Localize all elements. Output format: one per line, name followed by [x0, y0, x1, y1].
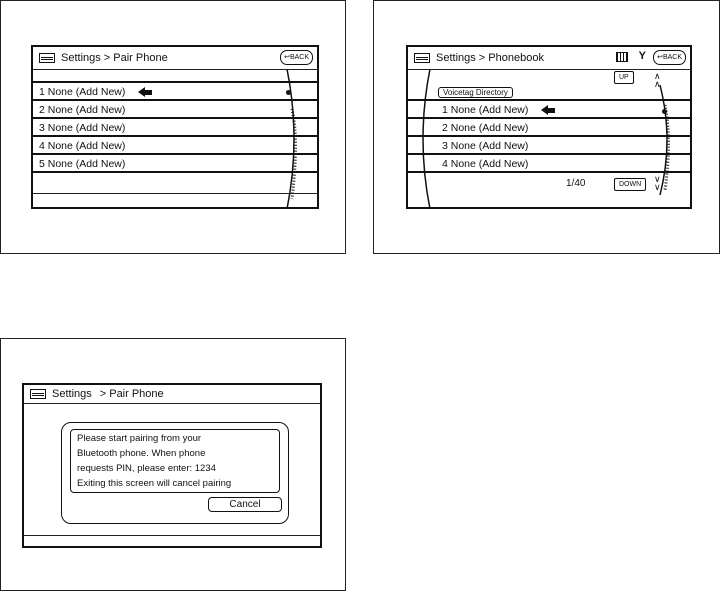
list-item[interactable]: 1 None (Add New) — [408, 102, 690, 119]
list-item-label: 2 None (Add New) — [442, 122, 529, 134]
cancel-button[interactable]: Cancel — [208, 497, 282, 512]
list-item[interactable]: 4 None (Add New) — [33, 138, 317, 155]
list-item[interactable]: 3 None (Add New) — [33, 120, 317, 137]
scroll-dot-icon — [662, 109, 667, 114]
list-item-empty — [408, 69, 690, 83]
message-line: Please start pairing from your — [77, 433, 202, 444]
pair-phone-screen: Settings > Pair Phone ↩ BACK 1 None (Add… — [31, 45, 319, 210]
list-item[interactable]: 1 None (Add New) — [33, 84, 317, 101]
voicetag-directory-button[interactable]: Voicetag Directory — [438, 87, 513, 98]
list-item[interactable]: 2 None (Add New) — [408, 120, 690, 137]
list-item-label: 1 None (Add New) — [442, 104, 529, 116]
keyboard-icon — [414, 53, 430, 63]
bottom-bar-line — [24, 535, 320, 536]
scroll-arc-left — [422, 68, 431, 210]
title-bar: Settings > Pair Phone — [24, 385, 320, 404]
screen-title-settings: Settings — [52, 388, 92, 400]
back-button[interactable]: ↩ BACK — [653, 50, 686, 65]
screen-title: Settings > Pair Phone — [61, 52, 168, 64]
list-item-empty — [33, 174, 317, 194]
message-box: Please start pairing from your Bluetooth… — [70, 429, 280, 493]
page-indicator: 1/40 — [566, 178, 586, 189]
pairing-screen: Settings > Pair Phone Please start pairi… — [22, 383, 322, 548]
scroll-arc — [659, 84, 670, 196]
back-arrow-icon: ↩ — [657, 54, 663, 61]
scroll-arc — [286, 68, 297, 210]
keyboard-icon — [30, 389, 46, 399]
panel-pairing-dialog: Settings > Pair Phone Please start pairi… — [0, 338, 346, 591]
signal-icon: Y — [638, 50, 646, 62]
list-item-label: 3 None (Add New) — [442, 140, 529, 152]
message-line: Exiting this screen will cancel pairing — [77, 478, 232, 489]
list-item[interactable]: 2 None (Add New) — [33, 102, 317, 119]
back-arrow-icon: ↩ — [284, 54, 290, 61]
chevron-up-icon[interactable]: ∧∧ — [654, 71, 661, 89]
down-button[interactable]: DOWN — [614, 178, 647, 191]
screen-title-pair-phone: > Pair Phone — [99, 388, 164, 400]
list-item-label: 4 None (Add New) — [39, 140, 126, 152]
pairing-dialog: Please start pairing from your Bluetooth… — [61, 422, 289, 524]
back-label: BACK — [662, 54, 682, 61]
list-item[interactable]: 5 None (Add New) — [33, 156, 317, 173]
selection-arrow-icon — [138, 87, 153, 98]
list-item-voicetag[interactable]: Voicetag Directory — [408, 84, 690, 101]
list-item-label: 1 None (Add New) — [39, 86, 126, 98]
message-line: requests PIN, please enter: 1234 — [77, 463, 216, 474]
scroll-dot-icon — [286, 90, 291, 95]
phonebook-screen: Settings > Phonebook Y ↩ BACK UP ∧∧ Voic… — [406, 45, 692, 210]
list-item-label: 3 None (Add New) — [39, 122, 126, 134]
list-item-empty — [33, 69, 317, 83]
chevron-down-icon[interactable]: ∨∨ — [654, 174, 661, 192]
screen-title: Settings > Phonebook — [436, 52, 544, 64]
message-line: Bluetooth phone. When phone — [77, 448, 206, 459]
list-item-label: 5 None (Add New) — [39, 158, 126, 170]
list-item-label: 2 None (Add New) — [39, 104, 126, 116]
list-item-label: 4 None (Add New) — [442, 158, 529, 170]
list-item[interactable]: 4 None (Add New) — [408, 156, 690, 173]
up-button[interactable]: UP — [614, 71, 634, 84]
list-item[interactable]: 3 None (Add New) — [408, 138, 690, 155]
panel-pair-phone: Settings > Pair Phone ↩ BACK 1 None (Add… — [0, 0, 346, 254]
keyboard-icon — [39, 53, 55, 63]
back-button[interactable]: ↩ BACK — [280, 50, 313, 65]
selection-arrow-icon — [541, 105, 556, 116]
title-bar: Settings > Pair Phone ↩ BACK — [33, 47, 317, 70]
back-label: BACK — [289, 54, 309, 61]
battery-icon — [616, 52, 628, 62]
panel-phonebook: Settings > Phonebook Y ↩ BACK UP ∧∧ Voic… — [373, 0, 720, 254]
title-bar: Settings > Phonebook Y ↩ BACK — [408, 47, 690, 70]
